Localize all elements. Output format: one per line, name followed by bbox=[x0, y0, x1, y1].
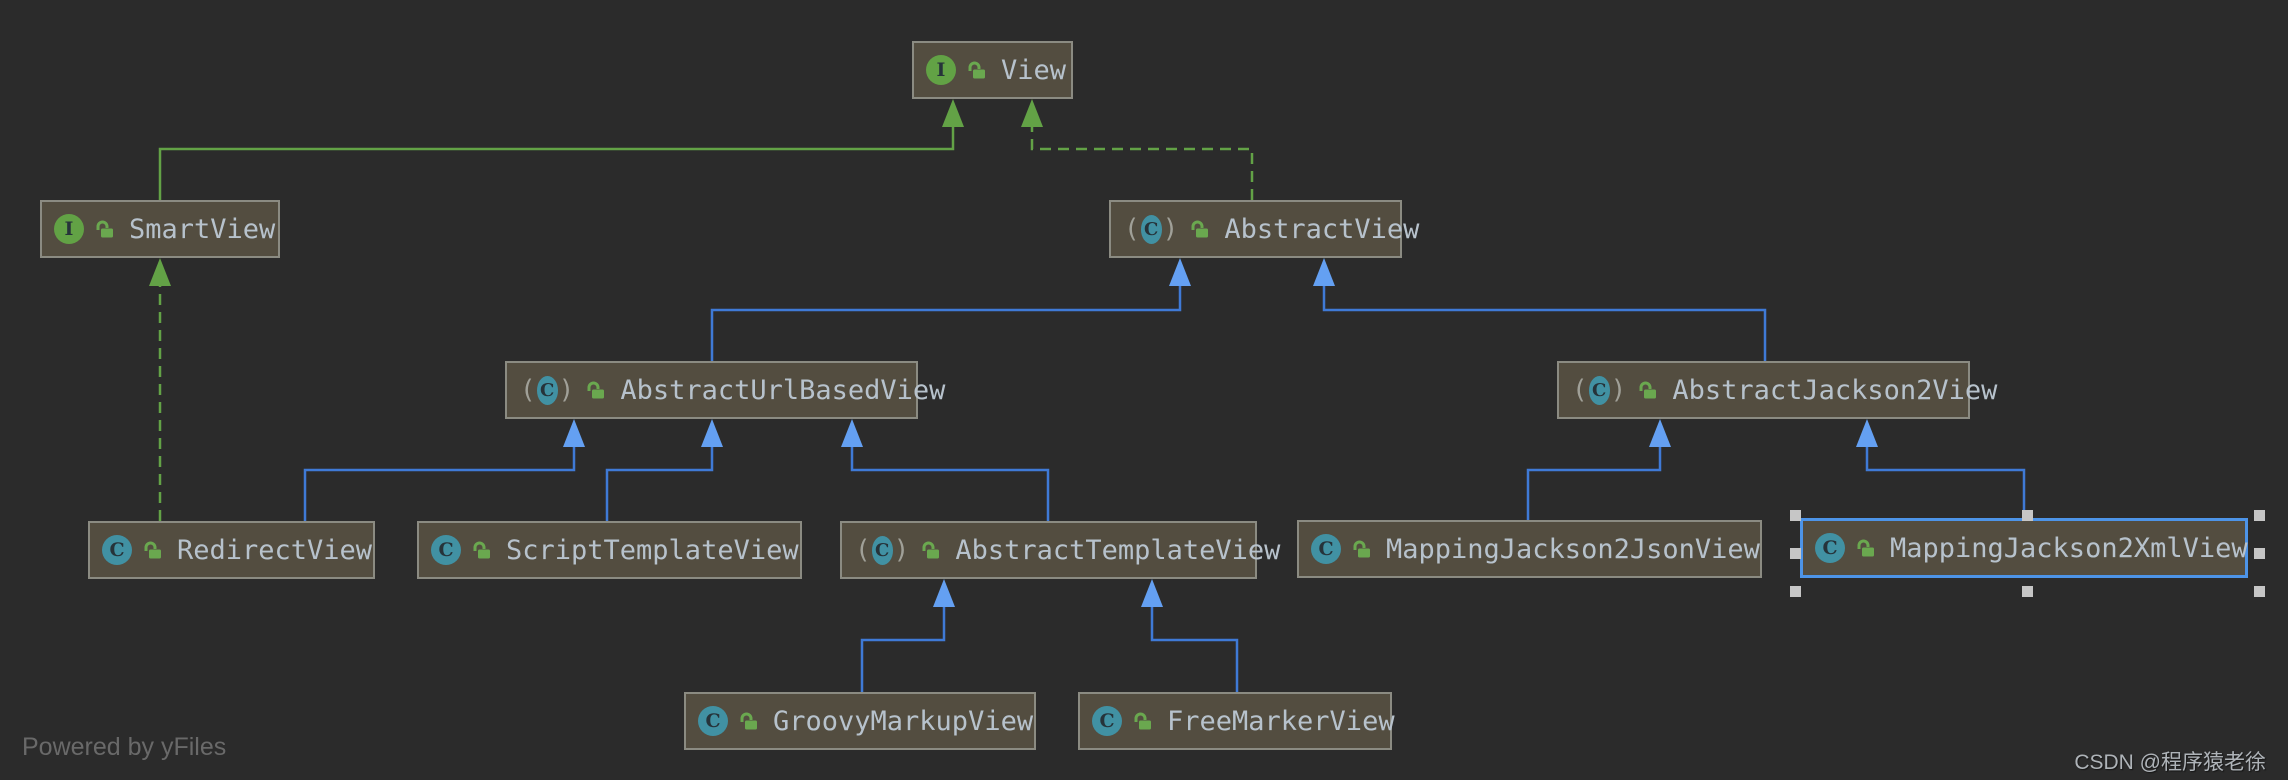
edge-abstracttemplateview-extends bbox=[850, 447, 1050, 521]
public-lock-icon bbox=[919, 539, 941, 561]
edge-groovymarkupview-extends bbox=[860, 607, 946, 692]
class-icon: C bbox=[1815, 533, 1845, 563]
public-lock-icon bbox=[1636, 379, 1658, 401]
edge-mappingjackson2xmlview-extends bbox=[1865, 447, 2026, 518]
edge-smartview-extends-view bbox=[158, 127, 955, 200]
class-icon: C bbox=[431, 535, 461, 565]
class-name-label: AbstractView bbox=[1224, 213, 1420, 245]
class-icon: C bbox=[1092, 706, 1122, 736]
class-icon: C bbox=[1311, 534, 1341, 564]
class-name-label: AbstractUrlBasedView bbox=[620, 374, 946, 406]
csdn-watermark: CSDN @程序猿老徐 bbox=[2074, 751, 2266, 774]
selection-handle[interactable] bbox=[2021, 585, 2033, 597]
arrowhead-abstractview-implements-view bbox=[1021, 99, 1043, 127]
selection-handle[interactable] bbox=[2253, 585, 2265, 597]
class-name-label: View bbox=[1001, 54, 1067, 86]
class-name-label: AbstractJackson2View bbox=[1672, 374, 1998, 406]
node-abstracturlbasedview[interactable]: (C) AbstractUrlBasedView bbox=[505, 361, 945, 419]
public-lock-icon bbox=[584, 379, 606, 401]
arrowhead-smartview-extends-view bbox=[942, 99, 964, 127]
node-abstractview[interactable]: (C) AbstractView bbox=[1109, 200, 1419, 258]
interface-icon: I bbox=[54, 214, 84, 244]
edge-abstractview-implements-view bbox=[1030, 127, 1254, 200]
arrowhead-groovymarkupview-extends bbox=[933, 579, 955, 607]
public-lock-icon bbox=[1854, 537, 1876, 559]
selection-handle[interactable] bbox=[1789, 547, 1801, 559]
arrowhead-abstractjackson2view-extends bbox=[1313, 258, 1335, 286]
selection-handle[interactable] bbox=[2253, 547, 2265, 559]
class-name-label: AbstractTemplateView bbox=[955, 534, 1281, 566]
public-lock-icon bbox=[737, 710, 759, 732]
class-name-label: SmartView bbox=[129, 213, 276, 245]
class-name-label: ScriptTemplateView bbox=[506, 534, 799, 566]
arrowhead-scripttemplateview-extends bbox=[701, 419, 723, 447]
public-lock-icon bbox=[1350, 538, 1372, 560]
node-smartview[interactable]: I SmartView bbox=[40, 200, 280, 258]
abstract-class-icon: (C) bbox=[855, 535, 910, 565]
abstract-class-icon: (C) bbox=[1124, 214, 1179, 244]
node-freemarkerview[interactable]: C FreeMarkerView bbox=[1078, 692, 1395, 750]
node-mappingjackson2jsonview[interactable]: C MappingJackson2JsonView bbox=[1297, 520, 1762, 578]
node-abstractjackson2view[interactable]: (C) AbstractJackson2View bbox=[1557, 361, 1997, 419]
arrowhead-redirectview-implements-smartview bbox=[149, 258, 171, 286]
public-lock-icon bbox=[1131, 710, 1153, 732]
node-redirectview[interactable]: C RedirectView bbox=[88, 521, 375, 579]
arrowhead-abstracturlbasedview-extends bbox=[1169, 258, 1191, 286]
edge-abstracturlbasedview-extends bbox=[710, 286, 1182, 361]
class-icon: C bbox=[102, 535, 132, 565]
arrowhead-mappingjackson2xmlview-extends bbox=[1856, 419, 1878, 447]
node-view[interactable]: I View bbox=[912, 41, 1073, 99]
public-lock-icon bbox=[965, 59, 987, 81]
public-lock-icon bbox=[470, 539, 492, 561]
class-name-label: RedirectView bbox=[177, 534, 373, 566]
class-name-label: MappingJackson2JsonView bbox=[1386, 533, 1760, 565]
selection-handle[interactable] bbox=[2253, 509, 2265, 521]
class-name-label: FreeMarkerView bbox=[1167, 705, 1395, 737]
edge-mappingjackson2jsonview-extends bbox=[1526, 447, 1662, 520]
abstract-class-icon: (C) bbox=[1572, 375, 1627, 405]
public-lock-icon bbox=[1188, 218, 1210, 240]
class-name-label: GroovyMarkupView bbox=[773, 705, 1034, 737]
edge-abstractjackson2view-extends bbox=[1322, 286, 1767, 361]
arrowhead-abstracttemplateview-extends bbox=[841, 419, 863, 447]
edge-redirectview-extends bbox=[303, 447, 576, 521]
interface-icon: I bbox=[926, 55, 956, 85]
node-abstracttemplateview[interactable]: (C) AbstractTemplateView bbox=[840, 521, 1280, 579]
node-mappingjackson2xmlview[interactable]: C MappingJackson2XmlView bbox=[1789, 509, 2265, 597]
class-name-label: MappingJackson2XmlView bbox=[1890, 532, 2248, 564]
arrowhead-freemarkerview-extends bbox=[1141, 579, 1163, 607]
selection-handle[interactable] bbox=[1789, 509, 1801, 521]
edge-scripttemplateview-extends bbox=[605, 447, 714, 521]
powered-by-yfiles-label: Powered by yFiles bbox=[22, 733, 227, 761]
selection-handle[interactable] bbox=[1789, 585, 1801, 597]
edge-freemarkerview-extends bbox=[1150, 607, 1239, 692]
node-groovymarkupview[interactable]: C GroovyMarkupView bbox=[684, 692, 1036, 750]
selection-handle[interactable] bbox=[2021, 509, 2033, 521]
node-scripttemplateview[interactable]: C ScriptTemplateView bbox=[417, 521, 802, 579]
class-icon: C bbox=[698, 706, 728, 736]
public-lock-icon bbox=[93, 218, 115, 240]
public-lock-icon bbox=[141, 539, 163, 561]
abstract-class-icon: (C) bbox=[520, 375, 575, 405]
arrowhead-redirectview-extends bbox=[563, 419, 585, 447]
arrowhead-mappingjackson2jsonview-extends bbox=[1649, 419, 1671, 447]
